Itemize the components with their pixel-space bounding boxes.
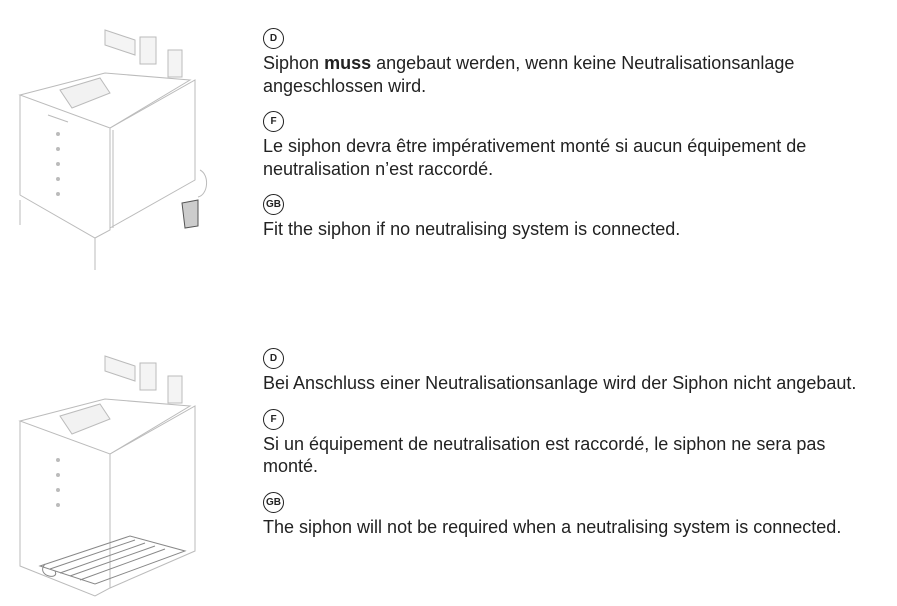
language-badge-fr: F — [263, 111, 284, 132]
text-gb: GB The siphon will not be required when … — [263, 488, 883, 539]
boiler-with-siphon-illustration — [18, 29, 207, 270]
text-de: D Bei Anschluss einer Neutralisationsanl… — [263, 344, 883, 395]
section-siphon-not-required: D Bei Anschluss einer Neutralisationsanl… — [263, 344, 883, 548]
boiler-with-neutralisation-illustration — [18, 355, 196, 597]
language-badge-de: D — [263, 348, 284, 369]
text-fr: F Si un équipement de neutralisation est… — [263, 405, 883, 478]
language-badge-fr: F — [263, 408, 284, 430]
text-de: D Siphon muss angebaut werden, wenn kein… — [263, 24, 883, 97]
language-badge-gb: GB — [263, 491, 284, 513]
text-gb: GB Fit the siphon if no neutralising sys… — [263, 190, 883, 241]
text-fr: F Le siphon devra être impérativement mo… — [263, 107, 883, 180]
language-badge-gb: GB — [263, 194, 284, 215]
section-siphon-required: D Siphon muss angebaut werden, wenn kein… — [263, 24, 883, 251]
language-badge-de: D — [263, 28, 284, 49]
